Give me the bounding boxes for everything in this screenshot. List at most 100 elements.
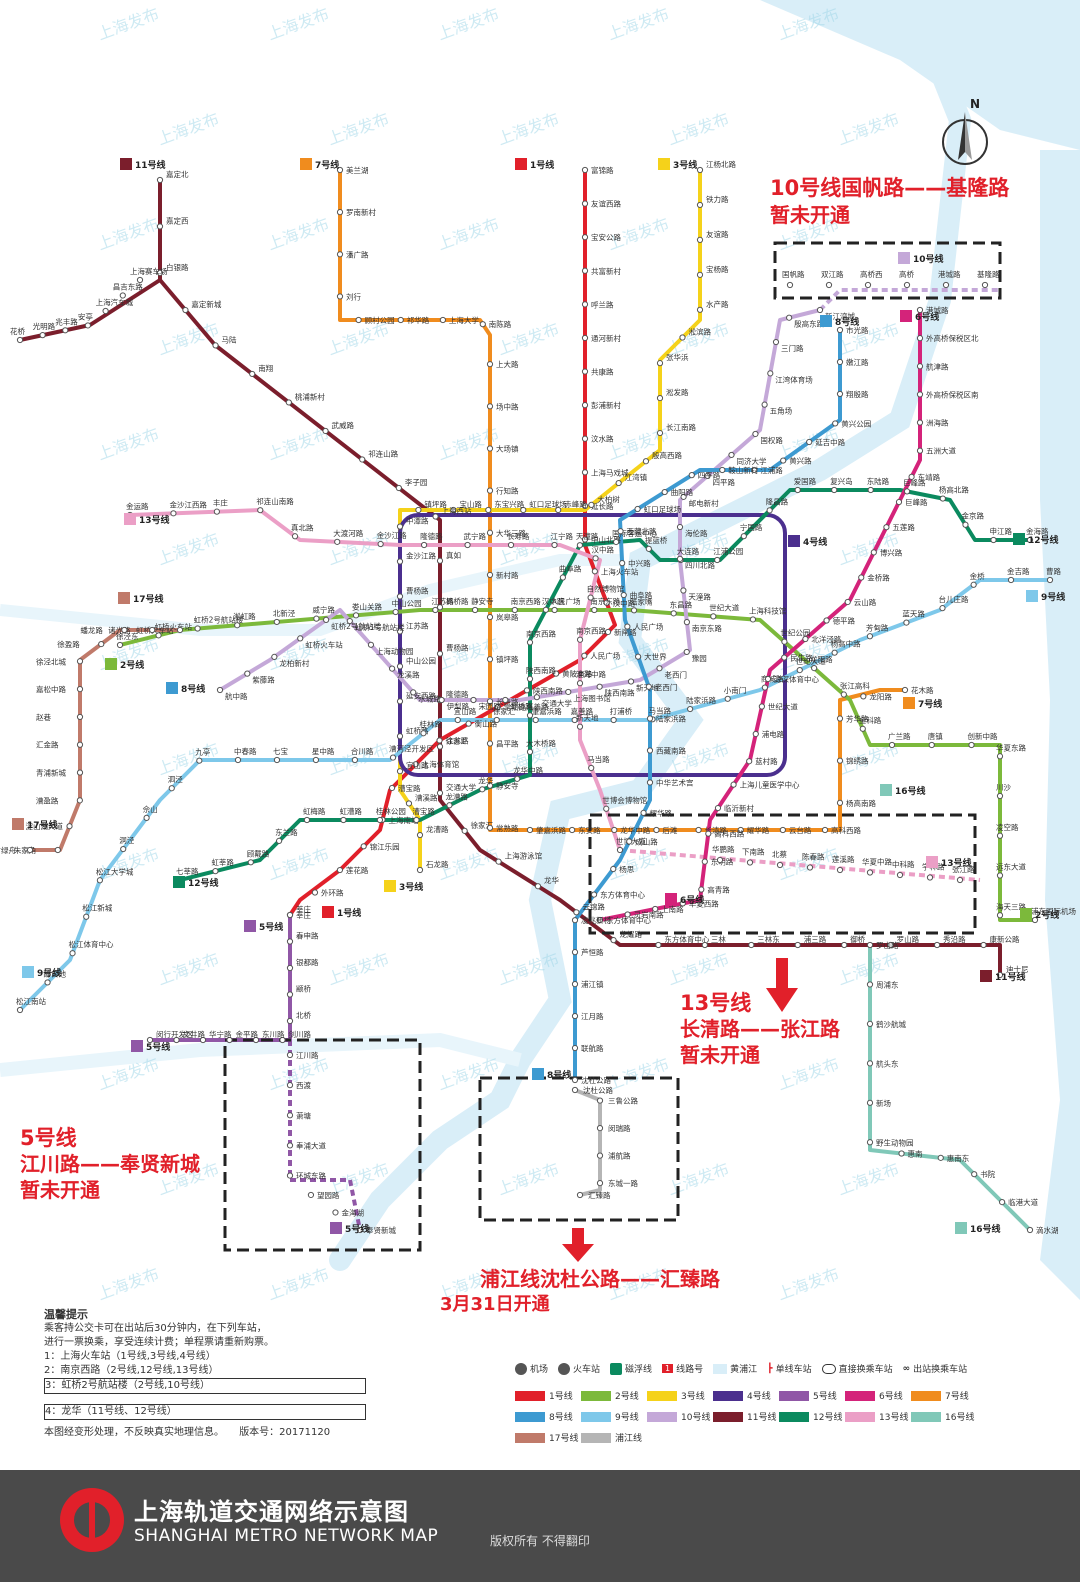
station-marker[interactable] (866, 869, 874, 876)
station-marker[interactable] (719, 466, 726, 474)
station-marker[interactable] (396, 698, 404, 705)
station-marker[interactable] (465, 720, 472, 727)
station-marker[interactable] (596, 1152, 604, 1159)
station-marker[interactable] (176, 626, 184, 634)
station-marker[interactable] (646, 715, 654, 722)
station-marker[interactable] (916, 363, 924, 370)
station-marker[interactable] (737, 826, 744, 834)
station-marker[interactable] (388, 784, 396, 792)
station-marker[interactable] (98, 640, 105, 648)
station-marker[interactable] (507, 541, 515, 549)
station-marker[interactable] (617, 528, 624, 535)
station-marker[interactable] (581, 200, 589, 207)
station-marker[interactable] (359, 456, 366, 463)
station-marker[interactable] (493, 716, 500, 724)
station-marker[interactable] (286, 911, 294, 919)
station-marker[interactable] (252, 1036, 260, 1044)
station-marker[interactable] (780, 457, 787, 464)
station-marker[interactable] (679, 334, 686, 341)
station-marker[interactable] (688, 472, 695, 479)
station-marker[interactable] (642, 458, 650, 465)
station-marker[interactable] (640, 809, 647, 817)
station-marker[interactable] (412, 761, 419, 768)
station-marker[interactable] (156, 269, 164, 277)
station-marker[interactable] (604, 628, 612, 636)
station-marker[interactable] (396, 733, 404, 740)
station-marker[interactable] (340, 816, 347, 824)
station-marker[interactable] (724, 695, 731, 702)
station-marker[interactable] (479, 786, 486, 793)
station-marker[interactable] (553, 670, 560, 677)
station-marker[interactable] (149, 626, 156, 634)
station-marker[interactable] (581, 536, 589, 543)
station-marker[interactable] (303, 816, 311, 824)
station-marker[interactable] (806, 438, 813, 446)
station-marker[interactable] (928, 741, 935, 749)
station-marker[interactable] (676, 523, 684, 531)
station-marker[interactable] (526, 748, 534, 755)
station-marker[interactable] (44, 979, 51, 986)
station-marker[interactable] (823, 617, 830, 624)
station-marker[interactable] (352, 612, 360, 619)
station-marker[interactable] (714, 556, 721, 564)
station-marker[interactable] (83, 913, 90, 920)
station-marker[interactable] (432, 606, 439, 614)
station-marker[interactable] (334, 538, 341, 545)
station-marker[interactable] (396, 558, 404, 565)
station-marker[interactable] (652, 905, 659, 913)
station-marker[interactable] (168, 785, 175, 792)
station-marker[interactable] (486, 782, 494, 789)
station-marker[interactable] (611, 826, 618, 834)
station-marker[interactable] (596, 1180, 604, 1187)
station-marker[interactable] (656, 360, 664, 367)
station-marker[interactable] (962, 521, 969, 528)
station-marker[interactable] (486, 529, 494, 536)
station-marker[interactable] (576, 723, 584, 730)
station-marker[interactable] (199, 1036, 207, 1044)
station-marker[interactable] (596, 683, 603, 690)
station-marker[interactable] (397, 316, 404, 324)
station-marker[interactable] (16, 1006, 24, 1014)
station-marker[interactable] (901, 686, 909, 694)
station-marker[interactable] (646, 779, 654, 786)
station-marker[interactable] (436, 557, 444, 564)
station-marker[interactable] (836, 715, 844, 722)
station-marker[interactable] (716, 856, 724, 864)
station-marker[interactable] (571, 917, 579, 924)
station-marker[interactable] (336, 166, 344, 174)
station-marker[interactable] (1026, 536, 1034, 544)
station-marker[interactable] (534, 883, 542, 890)
station-marker[interactable] (903, 281, 911, 289)
station-marker[interactable] (120, 845, 127, 853)
station-marker[interactable] (555, 506, 562, 514)
station-marker[interactable] (76, 658, 84, 665)
station-marker[interactable] (156, 176, 164, 184)
station-marker[interactable] (581, 652, 588, 659)
station-marker[interactable] (661, 488, 668, 496)
station-marker[interactable] (311, 889, 319, 896)
station-marker[interactable] (981, 281, 989, 289)
station-marker[interactable] (313, 615, 320, 622)
station-marker[interactable] (698, 886, 705, 893)
station-marker[interactable] (576, 680, 584, 687)
station-marker[interactable] (883, 524, 890, 531)
station-marker[interactable] (526, 826, 534, 834)
station-marker[interactable] (610, 865, 617, 873)
station-marker[interactable] (832, 420, 839, 427)
station-marker[interactable] (286, 991, 294, 998)
station-marker[interactable] (54, 846, 61, 854)
station-marker[interactable] (596, 916, 604, 924)
station-marker[interactable] (916, 391, 924, 398)
station-marker[interactable] (764, 675, 772, 683)
station-marker[interactable] (752, 430, 759, 438)
station-marker[interactable] (514, 775, 521, 782)
station-marker[interactable] (276, 837, 283, 844)
station-marker[interactable] (336, 866, 344, 874)
station-marker[interactable] (392, 608, 399, 616)
station-marker[interactable] (730, 781, 737, 788)
station-marker[interactable] (102, 307, 109, 315)
station-marker[interactable] (479, 321, 486, 328)
station-marker[interactable] (244, 670, 251, 677)
station-marker[interactable] (96, 877, 104, 884)
station-marker[interactable] (696, 271, 704, 278)
